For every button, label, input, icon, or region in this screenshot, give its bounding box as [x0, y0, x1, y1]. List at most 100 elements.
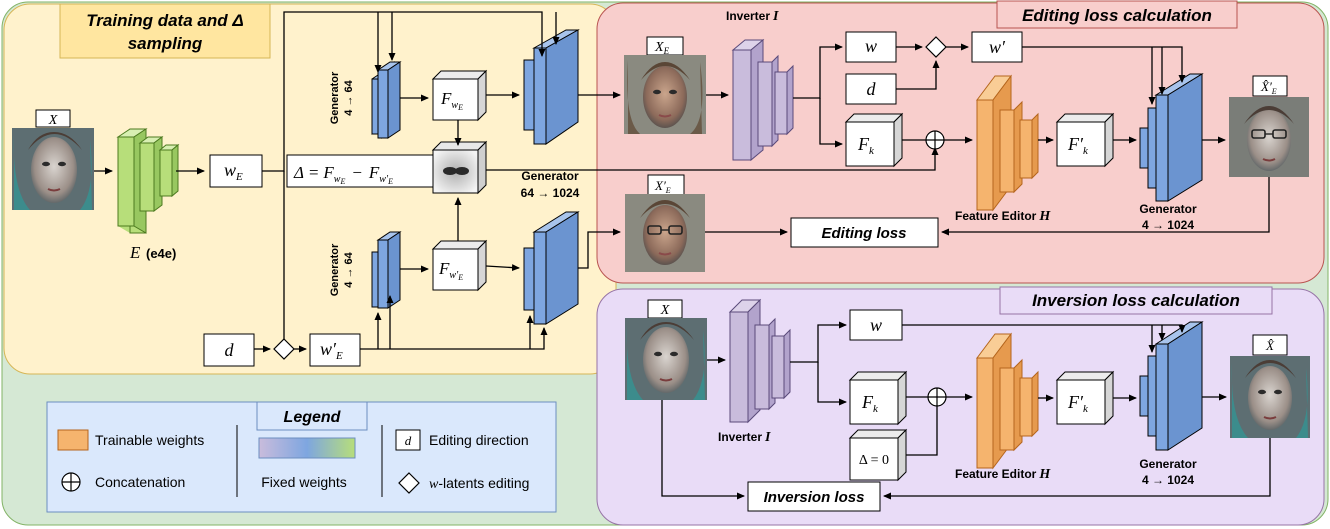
inv-w-label: w — [870, 315, 882, 335]
edit-input-label: XE — [654, 40, 670, 56]
legend-wedit-diamond — [398, 472, 420, 494]
latent-wpE-box — [309, 333, 361, 367]
edit-fkp-label: F′k — [1067, 134, 1089, 157]
inv-delta-zero-cube — [848, 428, 908, 482]
legend-wedit-label: w-latents editing — [429, 475, 529, 492]
inversion-title: Inversion loss calculation — [1032, 291, 1240, 310]
generator-big-bottom — [523, 211, 580, 325]
gen-big-label2: 64 → 1024 — [521, 186, 580, 200]
inv-fk-label: Fk — [861, 392, 879, 415]
delta-equation: Δ =FwE−Fw′E — [293, 163, 393, 186]
edit-target-label: X′E — [654, 178, 671, 195]
inv-output-face-image — [1230, 356, 1310, 438]
edit-generator — [1139, 73, 1204, 202]
feature-top-label: FwE — [440, 89, 463, 112]
inv-gen-label2: 4 → 1024 — [1142, 473, 1194, 487]
edit-d-label: d — [867, 79, 877, 99]
legend-direction-label: Editing direction — [429, 432, 529, 448]
gen-small-bottom-label1: Generator — [329, 243, 341, 296]
inv-inverter — [728, 298, 791, 424]
edit-output-face-image — [1229, 97, 1309, 177]
legend-concat-icon — [61, 472, 81, 492]
edit-target-face-image — [625, 194, 705, 272]
edit-w-label: w — [865, 36, 877, 56]
inv-concat-symbol — [927, 387, 947, 407]
training-title-line2: sampling — [128, 34, 203, 53]
feature-cube-top — [431, 69, 488, 122]
input-label-box — [35, 109, 71, 128]
editing-region — [596, 2, 1325, 284]
training-title-line1: Training data and Δ — [86, 11, 244, 30]
inv-output-label: X̂ — [1265, 338, 1275, 353]
training-title-box — [59, 3, 271, 59]
inv-generator — [1139, 321, 1204, 451]
latent-wE: wE — [224, 160, 243, 183]
direction-box — [203, 333, 255, 367]
encoder-e4e — [116, 128, 180, 234]
direction-label: d — [225, 340, 235, 360]
inv-fkp-label: F′k — [1067, 392, 1089, 415]
edit-fk-label: Fk — [857, 134, 875, 157]
inversion-loss-label: Inversion loss — [764, 489, 865, 506]
gen-big-label1: Generator — [521, 169, 579, 183]
generator-small-top — [371, 61, 402, 139]
inv-delta-zero-label: Δ = 0 — [859, 453, 889, 468]
edit-wprime-box — [971, 31, 1023, 63]
edit-gen-label1: Generator — [1139, 202, 1197, 216]
delta-equation-box — [286, 154, 434, 188]
encoder-sublabel: (e4e) — [146, 246, 176, 261]
legend-fixed-swatch — [258, 437, 356, 459]
legend-direction-sym: d — [405, 433, 412, 448]
generator-small-bottom — [371, 231, 402, 309]
legend-trainable-swatch — [57, 429, 89, 451]
inv-feature-editor — [976, 332, 1039, 470]
edit-gen-label2: 4 → 1024 — [1142, 218, 1194, 232]
gen-small-top-label2: 4 → 64 — [343, 79, 355, 115]
edit-d-box — [845, 73, 897, 105]
training-connectors — [94, 11, 939, 353]
legend-fixed-label: Fixed weights — [261, 474, 347, 490]
edit-wprime-label: w′ — [989, 37, 1006, 57]
legend-concat-label: Concatenation — [95, 474, 185, 490]
edit-input-face-image — [624, 55, 706, 134]
inversion-connectors — [661, 321, 1271, 500]
gen-small-bottom-label2: 4 → 64 — [343, 251, 355, 287]
edit-inverter — [731, 38, 794, 162]
edit-w-box — [845, 31, 897, 63]
inv-input-label: X — [660, 303, 670, 318]
editing-connectors — [705, 43, 1270, 236]
feature-bottom-label: Fw′E — [438, 259, 463, 282]
w-edit-diamond — [273, 338, 295, 360]
feature-cube-bottom — [431, 239, 488, 292]
legend-title: Legend — [284, 409, 342, 426]
latent-wpE: w′E — [320, 339, 343, 362]
inv-gen-label1: Generator — [1139, 457, 1197, 471]
gen-small-top-label1: Generator — [329, 71, 341, 124]
delta-feature-map — [431, 140, 488, 195]
edit-w-edit-diamond — [925, 36, 947, 58]
inv-fk-cube — [848, 370, 908, 426]
input-face-image — [12, 128, 94, 210]
inversion-loss-box — [747, 481, 881, 512]
inv-fkp-cube — [1055, 370, 1115, 426]
legend-trainable-label: Trainable weights — [95, 432, 204, 448]
inv-input-face-image — [625, 318, 707, 400]
editing-loss-box — [790, 217, 939, 248]
edit-fkp-cube — [1055, 112, 1115, 168]
edit-fk-cube — [844, 112, 904, 168]
legend-direction-box — [395, 429, 421, 451]
edit-concat-symbol — [925, 130, 945, 150]
edit-output-label-box — [1252, 75, 1288, 97]
input-label: X — [48, 113, 58, 128]
editing-title-box — [996, 0, 1238, 29]
editing-title: Editing loss calculation — [1022, 6, 1212, 25]
editing-loss-label: Editing loss — [821, 225, 906, 242]
encoder-label: E — [129, 243, 141, 262]
edit-feature-editor — [976, 74, 1039, 212]
inversion-title-box — [999, 286, 1273, 315]
